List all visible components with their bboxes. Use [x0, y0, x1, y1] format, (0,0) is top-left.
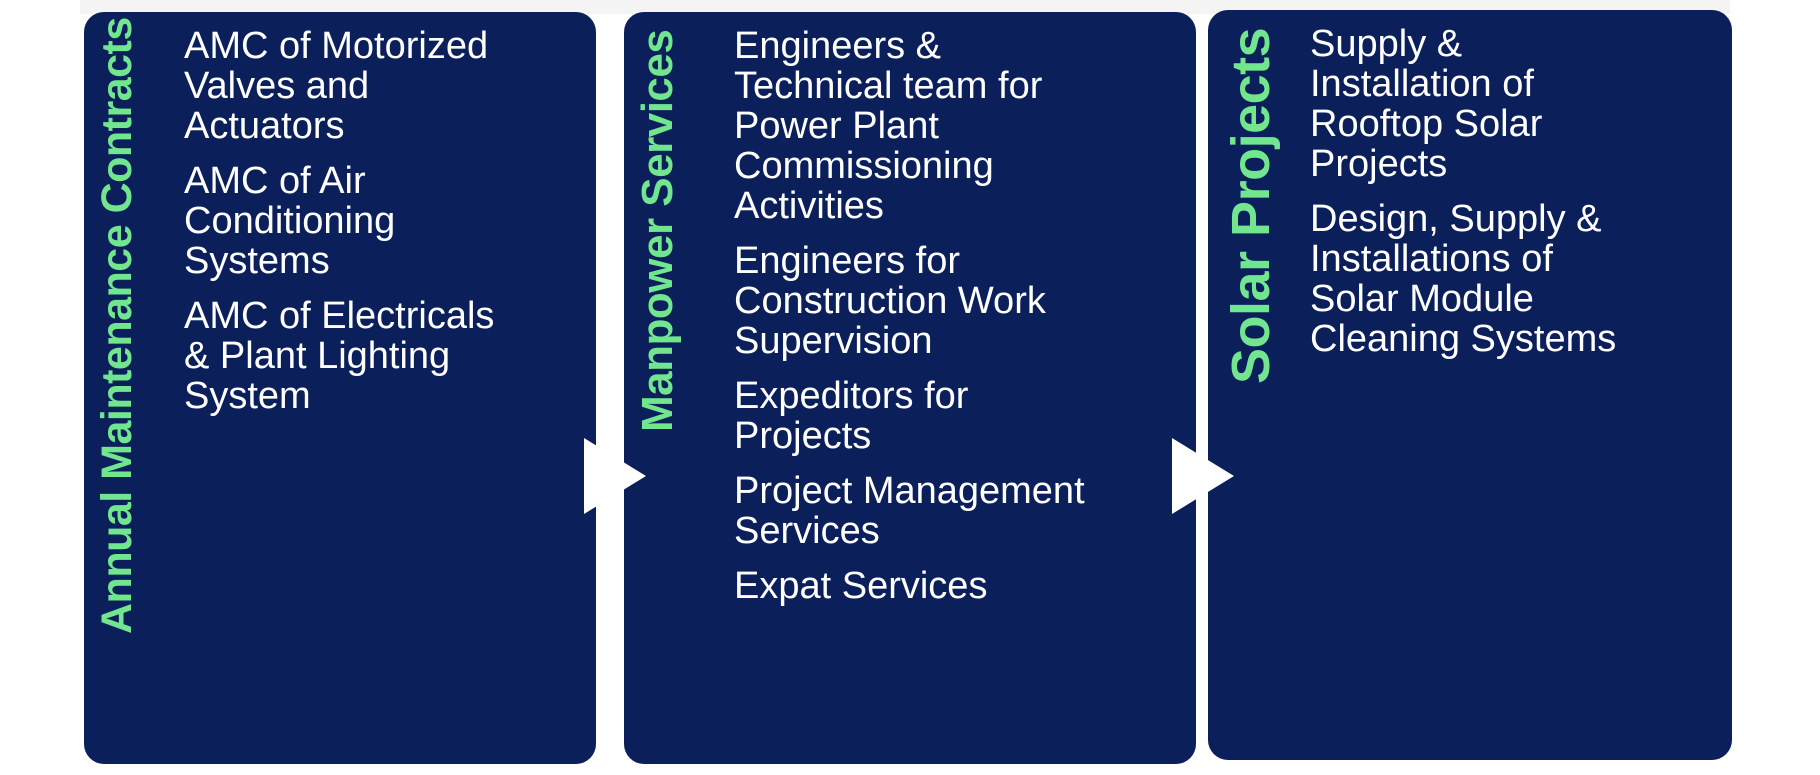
service-item-line: Projects	[734, 415, 872, 457]
panel-manpower-services: Manpower Services Engineers & Technical …	[624, 12, 1196, 764]
service-item-line: AMC of Electricals	[184, 295, 495, 337]
panel-title-solar-projects: Solar Projects	[1221, 28, 1281, 385]
service-item-line: Commissioning	[734, 145, 994, 187]
service-item-line: Activities	[734, 185, 884, 227]
service-item-expeditors: Expeditors for Projects	[734, 376, 1184, 456]
right-arrow-icon	[1172, 438, 1234, 514]
service-list-annual-maintenance-contracts: AMC of Motorized Valves and Actuators AM…	[184, 26, 584, 431]
service-item-line: Rooftop Solar	[1310, 103, 1543, 145]
service-item-line: Expat Services	[734, 565, 988, 607]
service-item-construction-supervision: Engineers for Construction Work Supervis…	[734, 241, 1184, 361]
service-item-line: Construction Work	[734, 280, 1046, 322]
service-item-line: Expeditors for	[734, 375, 969, 417]
service-item-amc-air-conditioning: AMC of Air Conditioning Systems	[184, 161, 584, 281]
service-item-rooftop-solar: Supply & Installation of Rooftop Solar P…	[1310, 24, 1720, 184]
service-item-line: Project Management	[734, 470, 1085, 512]
service-item-line: Design, Supply &	[1310, 198, 1602, 240]
right-arrow-icon	[584, 438, 646, 514]
service-item-line: Engineers for	[734, 240, 961, 282]
service-item-line: Valves and	[184, 65, 370, 107]
service-item-project-management: Project Management Services	[734, 471, 1184, 551]
service-item-commissioning-team: Engineers & Technical team for Power Pla…	[734, 26, 1184, 226]
service-item-line: Systems	[184, 240, 330, 282]
panel-title-annual-maintenance-contracts: Annual Maintenance Contracts	[93, 17, 141, 634]
service-item-line: Technical team for	[734, 65, 1043, 107]
service-item-line: Engineers &	[734, 25, 942, 67]
service-item-line: Actuators	[184, 105, 345, 147]
service-item-line: Cleaning Systems	[1310, 318, 1617, 360]
service-list-manpower-services: Engineers & Technical team for Power Pla…	[734, 26, 1184, 621]
panel-annual-maintenance-contracts: Annual Maintenance Contracts AMC of Moto…	[84, 12, 596, 764]
service-item-line: Conditioning	[184, 200, 396, 242]
service-item-line: Power Plant	[734, 105, 939, 147]
panel-solar-projects: Solar Projects Supply & Installation of …	[1208, 10, 1732, 760]
panel-title-manpower-services: Manpower Services	[633, 30, 682, 433]
service-item-line: & Plant Lighting	[184, 335, 451, 377]
service-item-amc-motorized-valves: AMC of Motorized Valves and Actuators	[184, 26, 584, 146]
service-item-line: Supervision	[734, 320, 933, 362]
service-item-line: Installation of	[1310, 63, 1534, 105]
service-item-line: AMC of Motorized	[184, 25, 489, 67]
service-item-line: System	[184, 375, 311, 417]
service-item-line: Services	[734, 510, 880, 552]
service-item-line: AMC of Air	[184, 160, 366, 202]
service-item-line: Solar Module	[1310, 278, 1534, 320]
service-item-expat-services: Expat Services	[734, 566, 1184, 606]
service-item-module-cleaning: Design, Supply & Installations of Solar …	[1310, 199, 1720, 359]
service-list-solar-projects: Supply & Installation of Rooftop Solar P…	[1310, 24, 1720, 374]
service-item-amc-electricals-lighting: AMC of Electricals & Plant Lighting Syst…	[184, 296, 584, 416]
service-item-line: Installations of	[1310, 238, 1553, 280]
service-item-line: Projects	[1310, 143, 1448, 185]
service-item-line: Supply &	[1310, 23, 1463, 65]
